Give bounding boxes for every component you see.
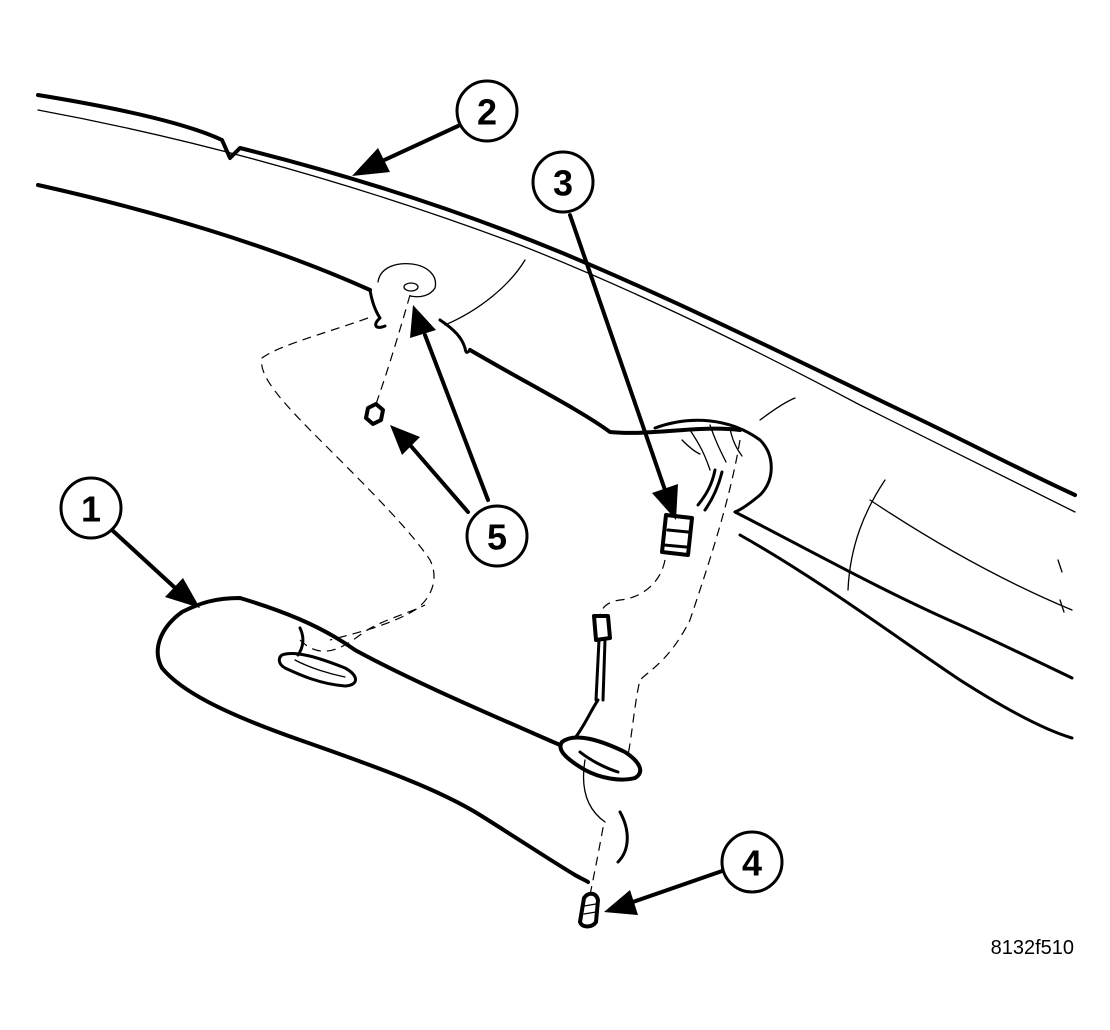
arrowhead-5a-icon: [390, 425, 420, 455]
callout-5: 5: [465, 504, 529, 568]
arrowhead-3-icon: [652, 484, 678, 520]
callout-4: 4: [720, 830, 784, 894]
pivot-screw: [578, 821, 605, 929]
arrowhead-1-icon: [165, 578, 200, 608]
callout-3: 3: [531, 150, 595, 214]
figure-id: 8132f510: [990, 937, 1074, 959]
callout-2-label: 2: [477, 92, 497, 133]
visor-screw: [364, 294, 411, 426]
leader-arrows: [110, 124, 727, 915]
callout-3-label: 3: [553, 163, 573, 204]
wire-connector: [660, 513, 694, 557]
callout-2: 2: [455, 79, 519, 143]
visor-mount-recess: [260, 262, 472, 641]
callout-4-label: 4: [742, 843, 762, 884]
arrowhead-5b-icon: [410, 305, 436, 338]
callout-1-label: 1: [81, 489, 101, 530]
sun-visor: [155, 596, 590, 884]
callout-5-label: 5: [487, 517, 507, 558]
wire-routing-line: [599, 439, 741, 756]
arrowhead-4-icon: [604, 890, 638, 915]
visor-pivot-rod: [558, 614, 643, 864]
arrowhead-2-icon: [352, 148, 390, 176]
visor-lamp-housing: [653, 418, 773, 514]
callout-1: 1: [59, 476, 123, 540]
headliner-rail: [36, 93, 1077, 740]
